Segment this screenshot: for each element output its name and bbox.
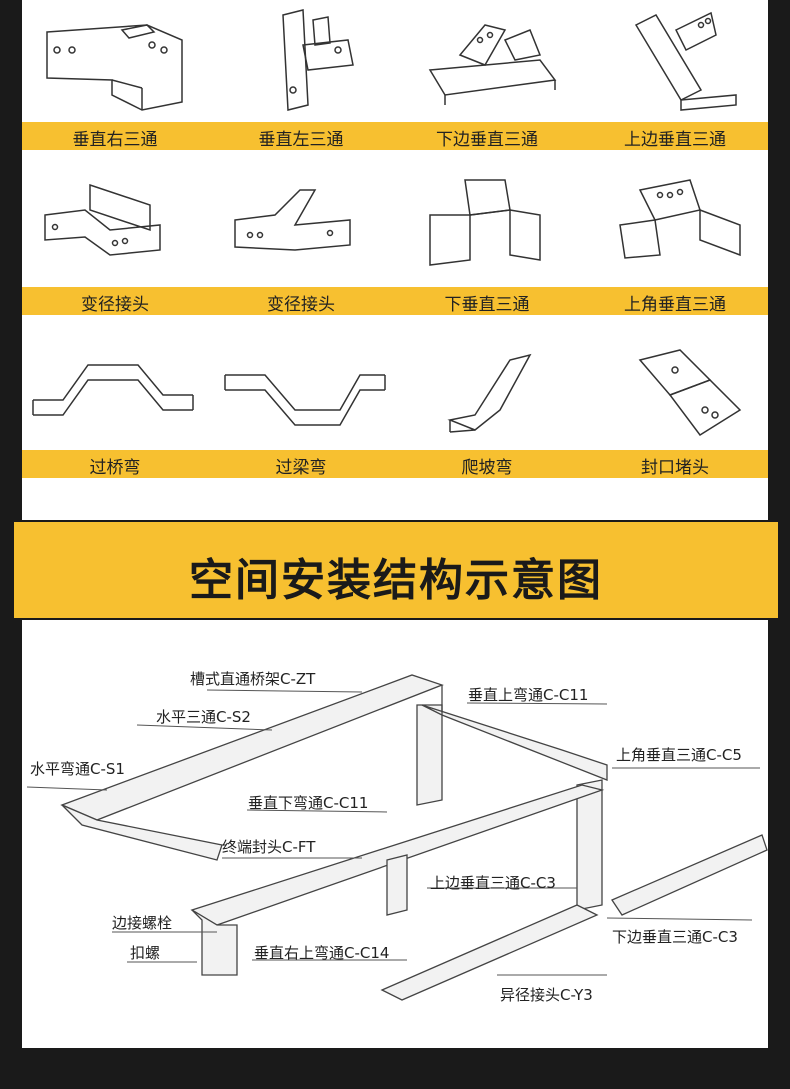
fitting-label: 上角垂直三通 <box>624 295 726 315</box>
beam-bend-icon <box>224 374 386 426</box>
lower-vertical-tee-icon <box>428 24 557 105</box>
section-banner: 空间安装结构示意图 <box>14 522 778 618</box>
label-vertical-up-elbow: 垂直上弯通C-C11 <box>468 686 589 704</box>
label-horizontal-elbow: 水平弯通C-S1 <box>30 760 125 778</box>
fitting-label: 变径接头 <box>267 295 335 315</box>
fittings-row-3: 过桥弯 过梁弯 爬坡弯 封口堵头 <box>22 450 768 478</box>
fitting-label: 爬坡弯 <box>461 458 513 478</box>
fitting-label: 下垂直三通 <box>444 295 530 315</box>
label-vertical-right-up-elbow: 垂直右上弯通C-C14 <box>254 944 390 962</box>
fitting-label: 过梁弯 <box>275 458 327 478</box>
label-end-cap: 终端封头C-FT <box>222 838 316 856</box>
label-upper-corner-tee: 上角垂直三通C-C5 <box>616 746 742 764</box>
label-upper-vertical-tee: 上边垂直三通C-C3 <box>430 874 556 892</box>
banner-title: 空间安装结构示意图 <box>189 555 603 606</box>
label-reducer-joint: 异径接头C-Y3 <box>500 986 593 1004</box>
fitting-label: 垂直左三通 <box>258 130 344 150</box>
fitting-label: 过桥弯 <box>89 458 141 478</box>
slope-bend-icon <box>447 353 532 433</box>
upper-vertical-tee-icon <box>634 11 737 111</box>
fittings-row-2: 变径接头 变径接头 下垂直三通 上角垂直三通 <box>22 287 768 315</box>
label-connecting-bolt: 边接螺栓 <box>112 914 173 932</box>
label-vertical-down-elbow: 垂直下弯通C-C11 <box>248 794 369 812</box>
fitting-label: 封口堵头 <box>641 458 709 478</box>
fittings-row-1: 垂直右三通 垂直左三通 下边垂直三通 上边垂直三通 <box>22 122 768 150</box>
label-nut: 扣螺 <box>130 944 161 962</box>
fitting-label: 下边垂直三通 <box>436 130 538 150</box>
label-straight-tray: 槽式直通桥架C-ZT <box>190 670 316 688</box>
label-horizontal-tee: 水平三通C-S2 <box>156 708 251 726</box>
reducer-icon <box>234 189 351 251</box>
fitting-label: 垂直右三通 <box>72 130 158 150</box>
vertical-right-tee-icon <box>46 24 183 111</box>
upper-corner-vertical-tee-icon <box>619 179 741 259</box>
bridge-bend-icon <box>32 364 194 416</box>
down-vertical-tee-icon <box>429 179 541 266</box>
vertical-left-tee-icon <box>282 9 354 111</box>
installation-diagram <box>26 674 768 1001</box>
end-cap-icon <box>638 349 742 437</box>
label-lower-vertical-tee: 下边垂直三通C-C3 <box>612 928 738 946</box>
fitting-label: 上边垂直三通 <box>624 130 726 150</box>
fitting-label: 变径接头 <box>81 295 149 315</box>
fittings-panel <box>22 0 768 520</box>
reducer-icon <box>44 183 161 256</box>
